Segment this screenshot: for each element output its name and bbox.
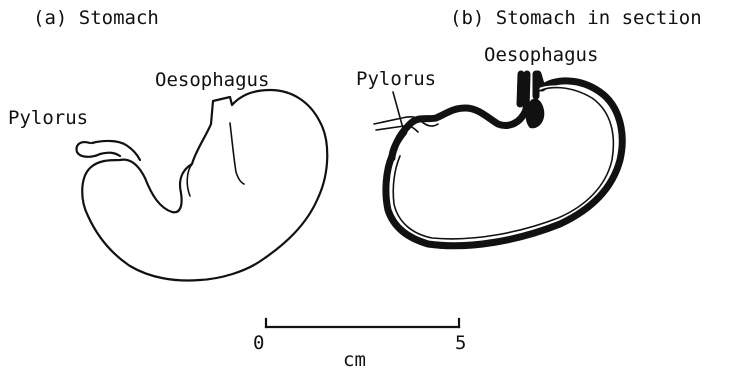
panel-a-oesophagus-label: Oesophagus: [155, 69, 269, 91]
panel-b-pyloric-sphincter: [392, 132, 404, 158]
panel-a-crease-line: [187, 164, 192, 196]
scale-bar: 0 5 cm: [253, 319, 466, 370]
panel-a-stomach-outline: [82, 90, 327, 280]
panel-b-pyloric-canal: [376, 126, 418, 132]
panel-b-pylorus-label: Pylorus: [356, 68, 436, 90]
panel-b-oesophagus-wall: [520, 74, 521, 104]
panel-a-crease-line: [230, 123, 244, 184]
panel-b-oesophagus-label: Oesophagus: [484, 44, 598, 66]
panel-a: (a) Stomach Pylorus Oesophagus: [8, 7, 327, 280]
scale-bar-start-label: 0: [253, 332, 264, 354]
panel-a-caption: (a) Stomach: [33, 7, 159, 29]
panel-b-stomach-wall: [386, 74, 622, 246]
panel-b-caption: (b) Stomach in section: [450, 7, 702, 29]
panel-a-pylorus-knob: [77, 141, 140, 160]
panel-b: (b) Stomach in section Oesophagus Pyloru…: [356, 7, 702, 246]
scale-bar-unit-label: cm: [343, 349, 366, 370]
panel-a-pylorus-label: Pylorus: [8, 107, 88, 129]
scale-bar-end-label: 5: [455, 332, 466, 354]
